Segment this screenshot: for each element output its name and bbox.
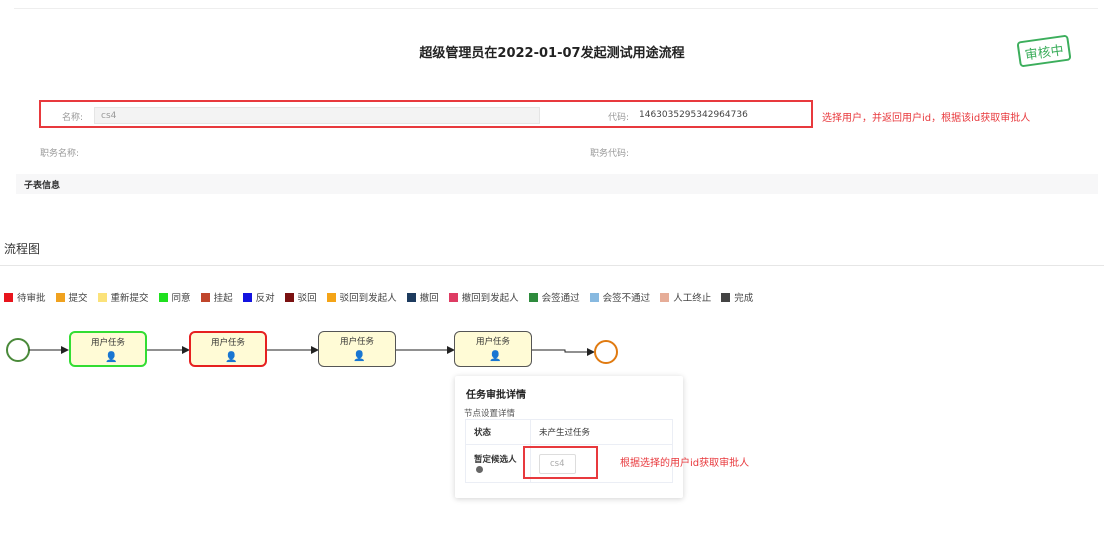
legend-item: 待审批 [4, 290, 46, 304]
user-task-1[interactable]: 用户任务 👤 [69, 331, 147, 367]
job-name-label: 职务名称: [40, 149, 80, 159]
note-select-user: 选择用户，并返回用户id，根据该id获取审批人 [822, 113, 1031, 124]
code-label: 代码: [608, 113, 630, 123]
legend-swatch [326, 292, 336, 302]
status-value: 未产生过任务 [530, 419, 673, 445]
flow-divider [0, 265, 1104, 266]
legend-item: 重新提交 [97, 290, 149, 304]
popup-title: 任务审批详情 [466, 390, 526, 401]
popup-subtitle: 节点设置详情 [464, 409, 516, 419]
highlight-box-candidate [523, 446, 598, 479]
legend-swatch [284, 292, 294, 302]
legend-item: 会签通过 [528, 290, 580, 304]
note-candidate: 根据选择的用户id获取审批人 [620, 458, 750, 469]
legend-label: 驳回到发起人 [339, 293, 397, 304]
legend-swatch [4, 292, 13, 302]
user-icon: 👤 [225, 352, 238, 363]
legend-item: 驳回到发起人 [326, 290, 397, 304]
legend-item: 提交 [55, 290, 88, 304]
user-task-3[interactable]: 用户任务 👤 [318, 331, 396, 367]
flow-arrow [532, 348, 595, 356]
name-input[interactable]: cs4 [94, 107, 540, 124]
legend-label: 提交 [68, 293, 88, 304]
flow-diagram-connectors [6, 338, 618, 364]
legend-label: 反对 [255, 293, 275, 304]
candidate-cell: cs4 [530, 444, 673, 483]
job-code-label: 职务代码: [590, 149, 630, 159]
legend-label: 重新提交 [110, 293, 149, 304]
legend-swatch [448, 292, 458, 302]
user-icon: 👤 [353, 351, 366, 362]
table-row: 暂定候选人 cs4 [465, 444, 673, 483]
legend-swatch [406, 292, 416, 302]
subtable-header: 子表信息 [16, 174, 1098, 194]
legend-swatch [660, 292, 670, 302]
code-value: 1463035295342964736 [639, 110, 748, 120]
legend-item: 完成 [721, 290, 753, 304]
legend-label: 驳回 [297, 293, 317, 304]
flow-legend: 待审批 提交 重新提交 同意 挂起 反对 驳回 驳回到发起人 撤回 撤回到发起人… [4, 290, 763, 304]
legend-swatch [97, 292, 107, 302]
status-stamp: 审核中 [1016, 34, 1072, 68]
legend-item: 撤回 [406, 290, 439, 304]
legend-swatch [242, 292, 252, 302]
legend-label: 会签通过 [541, 293, 580, 304]
legend-swatch [158, 292, 168, 302]
user-icon: 👤 [105, 352, 118, 363]
legend-label: 待审批 [17, 293, 46, 304]
candidate-tag[interactable]: cs4 [539, 453, 576, 474]
task-label: 用户任务 [339, 337, 374, 347]
flow-chart-title: 流程图 [4, 242, 41, 256]
legend-item: 驳回 [284, 290, 317, 304]
node-detail-table: 状态 未产生过任务 暂定候选人 cs4 [465, 419, 673, 483]
help-icon[interactable] [476, 465, 483, 473]
legend-item: 挂起 [200, 290, 233, 304]
status-label: 状态 [465, 419, 531, 445]
top-divider [14, 8, 1098, 9]
legend-swatch [721, 292, 731, 302]
legend-swatch [528, 292, 538, 302]
task-label: 用户任务 [90, 338, 125, 348]
user-icon: 👤 [489, 351, 502, 362]
candidate-label: 暂定候选人 [474, 454, 517, 465]
user-task-4[interactable]: 用户任务 👤 [454, 331, 532, 367]
end-event[interactable] [594, 340, 618, 364]
legend-item: 人工终止 [660, 290, 711, 304]
legend-label: 撤回到发起人 [461, 293, 519, 304]
legend-label: 会签不通过 [602, 293, 651, 304]
table-row: 状态 未产生过任务 [465, 419, 673, 445]
task-approval-popup: 任务审批详情 节点设置详情 状态 未产生过任务 暂定候选人 cs4 [455, 376, 683, 498]
legend-swatch [200, 292, 210, 302]
legend-swatch [55, 292, 65, 302]
user-task-2[interactable]: 用户任务 👤 [189, 331, 267, 367]
legend-label: 挂起 [213, 293, 233, 304]
page-title: 超级管理员在2022-01-07发起测试用途流程 [419, 46, 685, 61]
legend-label: 同意 [171, 293, 191, 304]
highlight-box-user-select [39, 100, 813, 128]
legend-item: 撤回到发起人 [448, 290, 519, 304]
start-event[interactable] [6, 338, 30, 362]
legend-label: 人工终止 [673, 293, 712, 304]
legend-label: 完成 [734, 293, 754, 304]
legend-item: 反对 [242, 290, 275, 304]
legend-item: 会签不通过 [589, 290, 651, 304]
legend-swatch [589, 292, 599, 302]
name-label: 名称: [62, 113, 84, 123]
task-label: 用户任务 [210, 338, 245, 348]
legend-label: 撤回 [419, 293, 439, 304]
candidate-label-cell: 暂定候选人 [465, 444, 531, 483]
task-label: 用户任务 [475, 337, 510, 347]
legend-item: 同意 [158, 290, 191, 304]
